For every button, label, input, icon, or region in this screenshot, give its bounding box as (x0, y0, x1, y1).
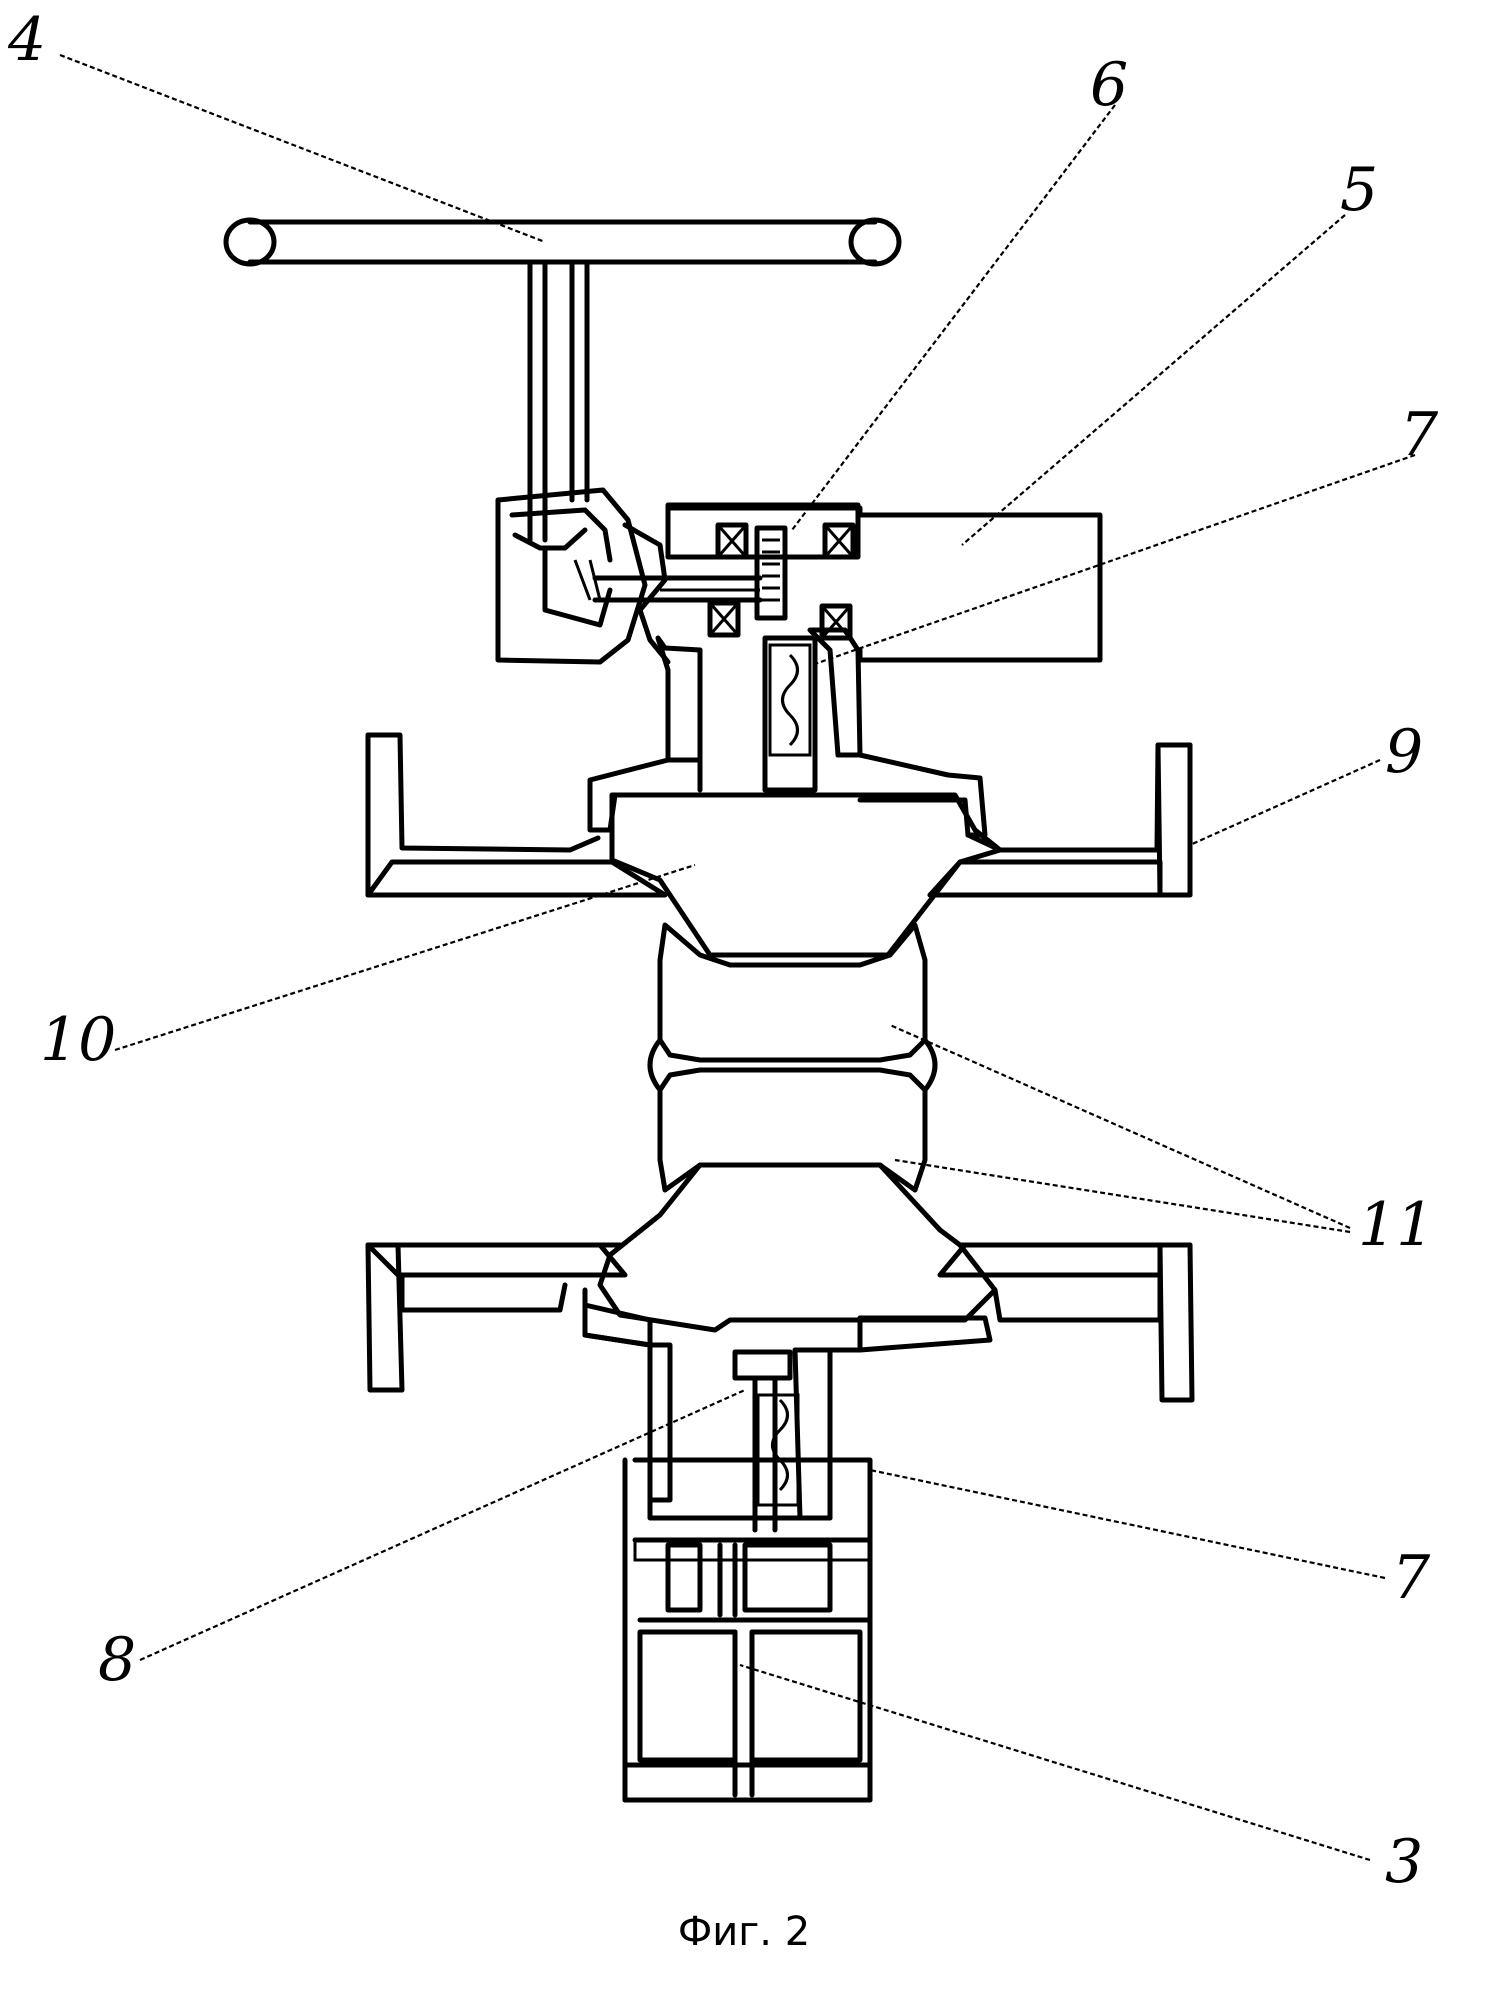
label-5: 5 (1340, 155, 1378, 225)
label-4: 4 (7, 5, 46, 75)
reference-labels: 4 6 5 7 9 10 11 7 8 3 (7, 5, 1439, 1897)
label-6: 6 (1090, 50, 1128, 120)
t-handle (223, 217, 902, 543)
seal-elements-11 (647, 922, 938, 1193)
label-3: 3 (1385, 1827, 1423, 1897)
pin-8 (732, 1349, 793, 1381)
leader-lines (59, 53, 1416, 1862)
label-9: 9 (1385, 717, 1423, 787)
spring-7 (771, 1398, 789, 1492)
figure-caption: Фиг. 2 (678, 1909, 810, 1955)
bottom-block-3 (622, 1457, 873, 1803)
worm-gear-6 (754, 525, 788, 621)
label-7-bottom: 7 (1392, 1543, 1431, 1613)
lower-neck (582, 1287, 993, 1533)
label-7-top: 7 (1400, 400, 1439, 470)
gearbox-housing-5 (665, 502, 1103, 663)
label-11: 11 (1358, 1190, 1434, 1260)
label-10: 10 (40, 1005, 116, 1075)
gate-lower (597, 1162, 998, 1333)
handle-gear-housing (495, 487, 671, 665)
drive-shaft (592, 575, 763, 603)
label-8: 8 (98, 1625, 136, 1695)
gate-upper-10 (609, 792, 1003, 958)
